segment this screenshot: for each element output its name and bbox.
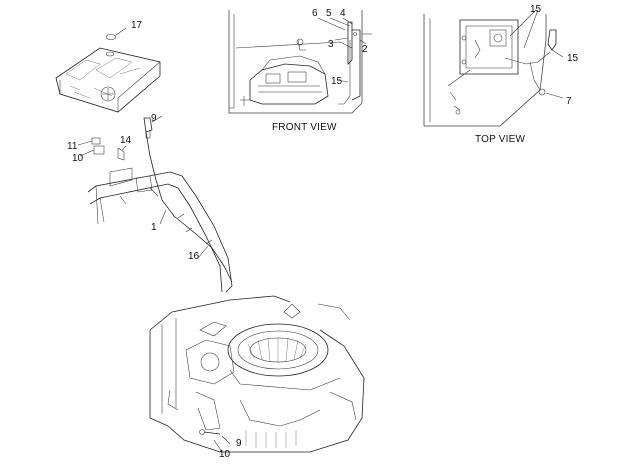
front-view-inset [228, 10, 372, 114]
part-9-screw [199, 429, 231, 453]
top-view-inset [423, 9, 564, 127]
callout-15-top-b: 15 [567, 53, 579, 64]
top-engine-plate [459, 19, 519, 75]
callout-8: 9 [151, 113, 157, 124]
part-8-fitting [143, 115, 163, 139]
callout-16: 16 [188, 251, 200, 262]
callout-11: 10 [72, 153, 84, 164]
handle-frame [87, 131, 233, 293]
callout-3: 3 [328, 39, 334, 50]
control-console [55, 47, 161, 113]
part-17-cap [105, 27, 127, 40]
callout-4: 4 [340, 8, 346, 19]
callout-15-top-a: 15 [530, 4, 542, 15]
callout-9: 9 [236, 438, 242, 449]
cable-leaders [159, 209, 209, 259]
callout-1: 1 [151, 222, 157, 233]
front-view-caption: FRONT VIEW [272, 122, 337, 133]
top-view-caption: TOP VIEW [475, 134, 525, 145]
callout-7: 7 [566, 96, 572, 107]
top-cable-routing [447, 29, 557, 115]
callout-10: 10 [219, 449, 231, 460]
callout-6: 6 [312, 8, 318, 19]
callout-12: 11 [67, 141, 78, 152]
callout-14: 14 [120, 135, 132, 146]
callout-17: 17 [131, 20, 143, 31]
callout-5: 5 [326, 8, 332, 19]
engine-assembly [149, 295, 365, 453]
callout-2: 2 [362, 44, 368, 55]
front-bracket-cable [338, 21, 372, 105]
front-engine-body [240, 38, 329, 106]
part-11-12-14-clips [77, 137, 127, 161]
callout-15-front: 15 [331, 76, 343, 87]
